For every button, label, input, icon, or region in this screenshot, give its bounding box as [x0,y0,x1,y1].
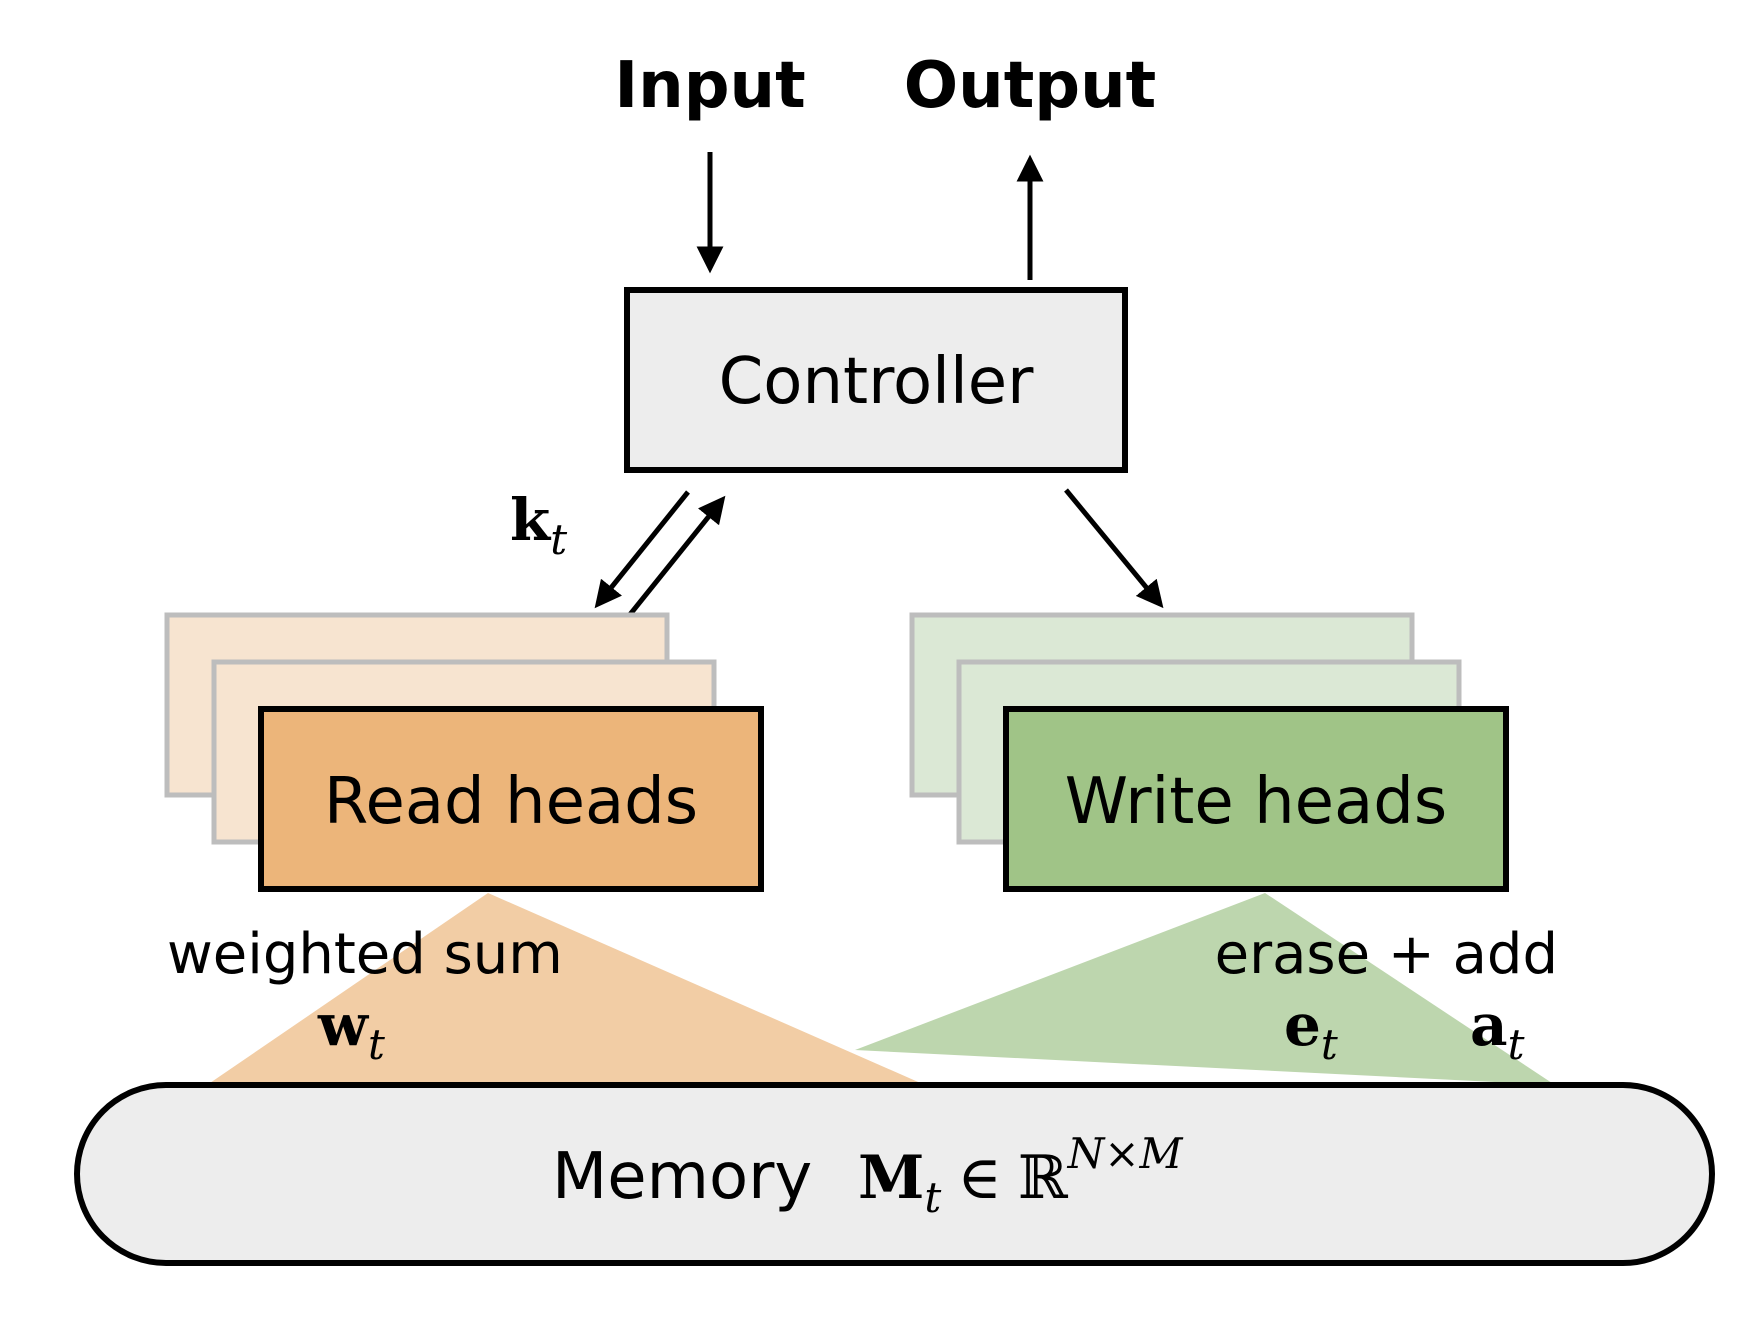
controller-box [624,287,1128,473]
memory-label: Memory [552,1140,812,1214]
memory-box [74,1082,1715,1266]
read-weight-symbol: wt [317,991,385,1069]
write-head-box [1003,706,1509,892]
weighted-sum-label: weighted sum [167,922,563,987]
output-label: Output [904,49,1157,123]
controller-label: Controller [719,345,1035,419]
key-symbol: kt [510,486,567,564]
read-heads-label: Read heads [324,765,698,839]
read-head-box [258,706,764,892]
key-arrow [594,490,690,609]
read-return-arrow [626,495,726,619]
write-heads-label: Write heads [1065,765,1447,839]
input-label: Input [614,49,805,123]
erase-vector-symbol: et [1284,991,1338,1069]
memory-formula: Mt∈ℝN×M [858,1129,1184,1222]
read-fan [207,893,925,1085]
erase-add-label: erase + add [1215,922,1558,987]
write-fan [855,893,1555,1085]
add-vector-symbol: at [1470,991,1525,1069]
write-arrow [1064,488,1164,609]
